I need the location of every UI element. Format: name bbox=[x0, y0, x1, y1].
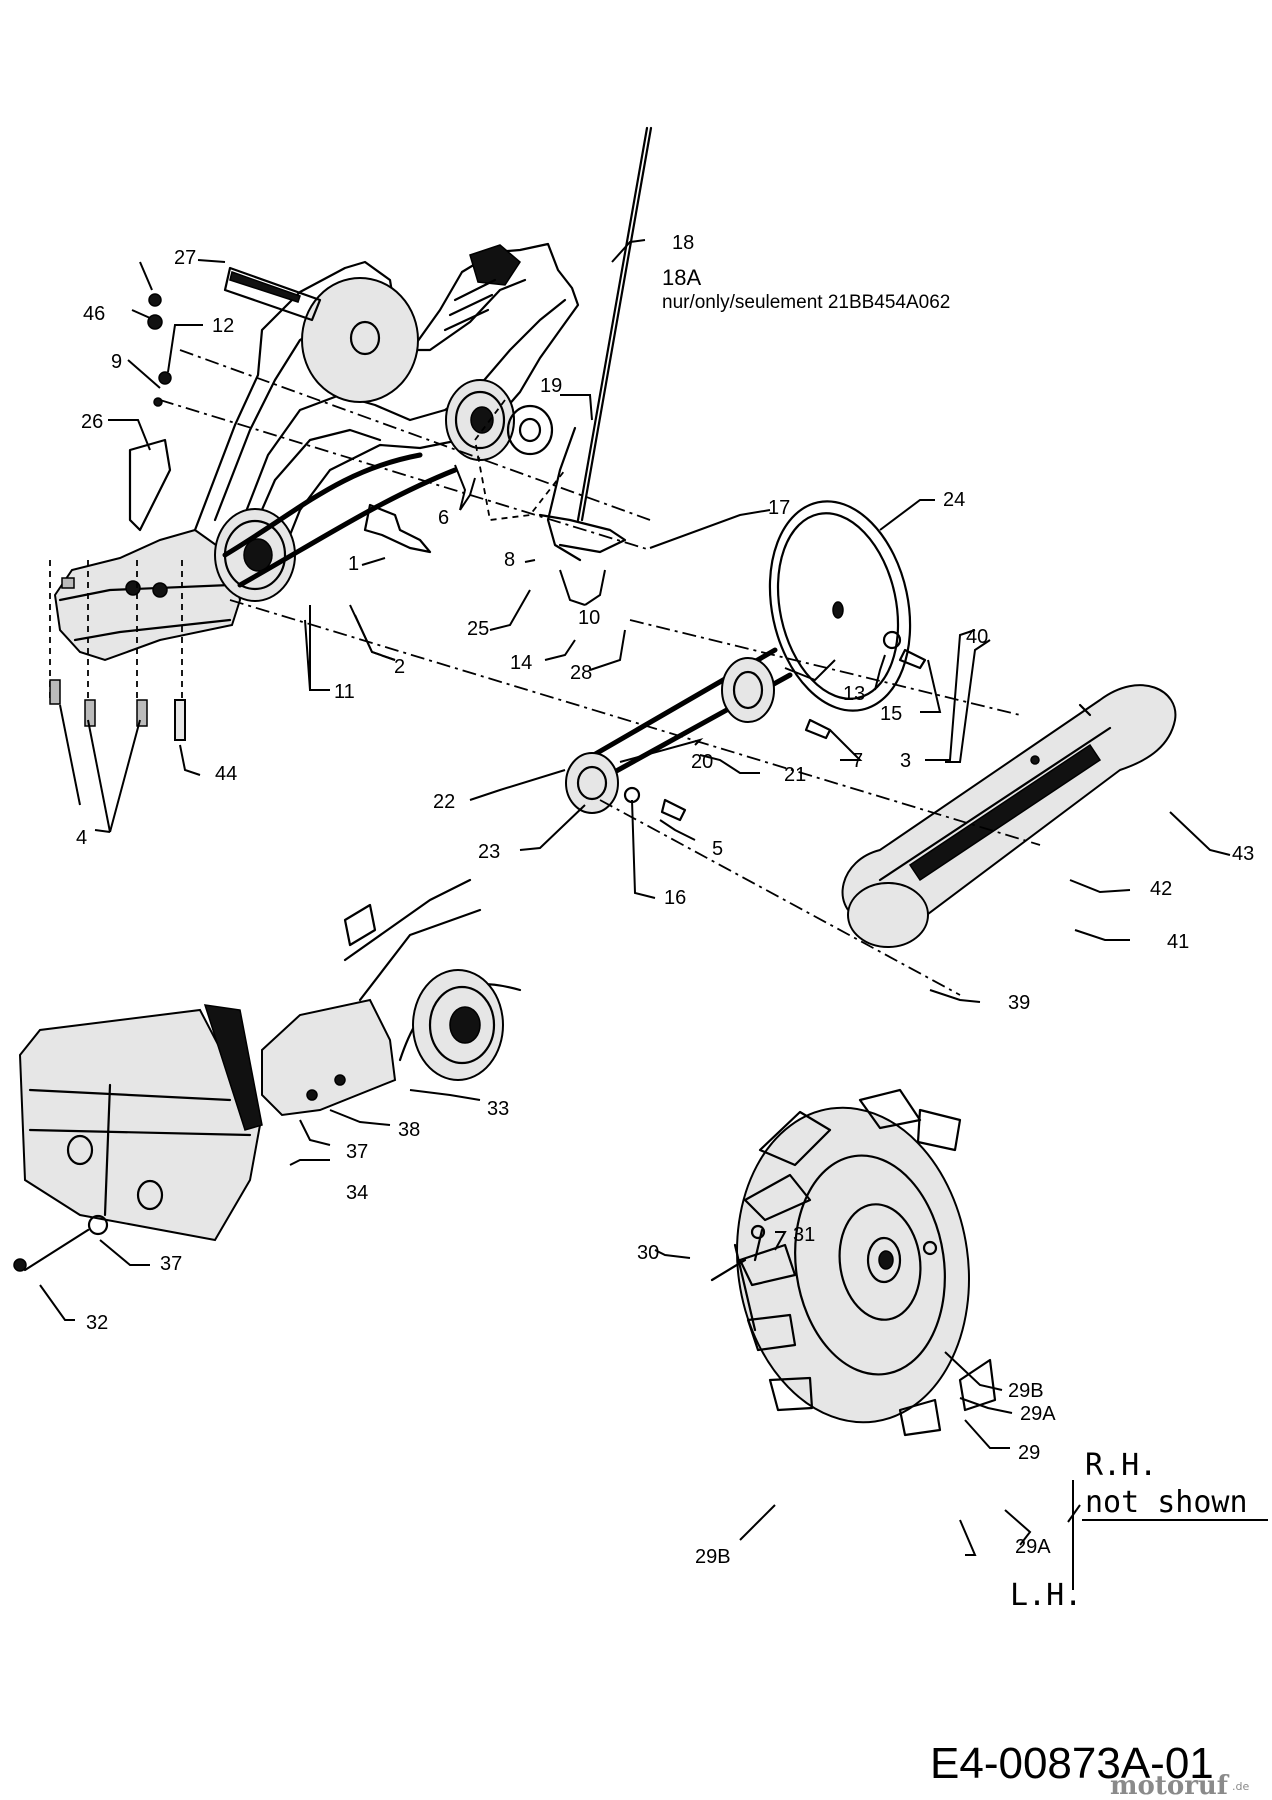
callout-23: 23 bbox=[478, 841, 500, 863]
callout-9: 9 bbox=[111, 351, 122, 373]
callout-30: 29A bbox=[1020, 1403, 1056, 1425]
callout-6: 6 bbox=[438, 507, 449, 529]
watermark-brand: motoruf bbox=[1110, 1771, 1230, 1800]
variant-note: nur/only/seulement 21BB454A062 bbox=[662, 292, 950, 313]
callout-11: 11 bbox=[334, 681, 355, 703]
callout-36: 34 bbox=[346, 1182, 368, 1204]
callout-34: 32 bbox=[86, 1312, 108, 1334]
callout-21: 21 bbox=[784, 764, 806, 786]
callout-14: 14 bbox=[510, 652, 532, 674]
callout-29B: 29B bbox=[695, 1546, 731, 1568]
callout-3: 3 bbox=[900, 750, 911, 772]
callout-28: 28 bbox=[570, 662, 592, 684]
leader-lines bbox=[39, 239, 1231, 1590]
main-frame-assembly bbox=[53, 242, 580, 662]
callout-1: 1 bbox=[348, 553, 359, 575]
callout-labels: 46 27 12 9 26 19 18 6 17 1 8 10 25 14 28… bbox=[76, 232, 1254, 1568]
callout-29A: 29A bbox=[1015, 1536, 1051, 1558]
callout-18: 18 bbox=[672, 232, 694, 254]
callout-26: 26 bbox=[81, 411, 103, 433]
callout-31: 29B bbox=[1008, 1380, 1044, 1402]
callout-45: 46 bbox=[83, 303, 105, 325]
callout-27: 27 bbox=[174, 247, 196, 269]
callout-19: 19 bbox=[540, 375, 562, 397]
callout-20: 20 bbox=[691, 751, 713, 773]
drawing-id: E4-00873A-01 bbox=[930, 1739, 1214, 1788]
callout-39: 39 bbox=[1008, 992, 1030, 1014]
callout-25: 25 bbox=[467, 618, 489, 640]
belt-cover bbox=[841, 684, 1177, 948]
callout-7: 7 bbox=[852, 750, 863, 772]
watermark-suffix: .de bbox=[1232, 1780, 1249, 1793]
upper-pulley bbox=[445, 379, 515, 461]
callout-38: 38 bbox=[398, 1119, 420, 1141]
callout-29: 29 bbox=[1018, 1442, 1040, 1464]
control-rod bbox=[474, 126, 653, 562]
callout-5: 5 bbox=[712, 838, 723, 860]
lh-label: L.H. bbox=[1010, 1578, 1082, 1613]
notes: 18A nur/only/seulement 21BB454A062 R.H. … bbox=[662, 265, 1268, 1788]
callout-24: 24 bbox=[943, 489, 965, 511]
callout-10: 10 bbox=[578, 607, 600, 629]
callout-15: 15 bbox=[880, 703, 902, 725]
callout-37-upper: 37 bbox=[346, 1141, 368, 1163]
callout-40: 40 bbox=[966, 626, 988, 648]
callout-42: 42 bbox=[1150, 878, 1172, 900]
callout-4: 4 bbox=[76, 827, 87, 849]
belt-drive bbox=[565, 500, 927, 822]
rh-label: R.H. bbox=[1085, 1448, 1157, 1483]
bolts-4-44 bbox=[49, 679, 186, 741]
callout-32: 30 bbox=[637, 1242, 659, 1264]
callout-8: 8 bbox=[504, 549, 515, 571]
callout-12: 12 bbox=[212, 315, 234, 337]
callout-33: 31 bbox=[793, 1224, 815, 1246]
callout-13: 13 bbox=[843, 683, 865, 705]
variant-code: 18A bbox=[662, 265, 701, 290]
callout-43: 43 bbox=[1232, 843, 1254, 865]
callout-2: 2 bbox=[394, 656, 405, 678]
callout-37-lower: 37 bbox=[160, 1253, 182, 1275]
callout-41: 41 bbox=[1167, 931, 1189, 953]
upper-tine-frame bbox=[261, 878, 522, 1117]
rh-note: not shown bbox=[1085, 1485, 1248, 1520]
tine-shield-assembly bbox=[13, 1004, 263, 1272]
motoruf-watermark: motoruf .de bbox=[1110, 1771, 1249, 1800]
callout-22: 22 bbox=[433, 791, 455, 813]
wheel-assembly bbox=[710, 1088, 997, 1437]
callout-16: 16 bbox=[664, 887, 686, 909]
callout-17: 17 bbox=[768, 497, 790, 519]
callout-35: 33 bbox=[487, 1098, 509, 1120]
callout-44: 44 bbox=[215, 763, 237, 785]
